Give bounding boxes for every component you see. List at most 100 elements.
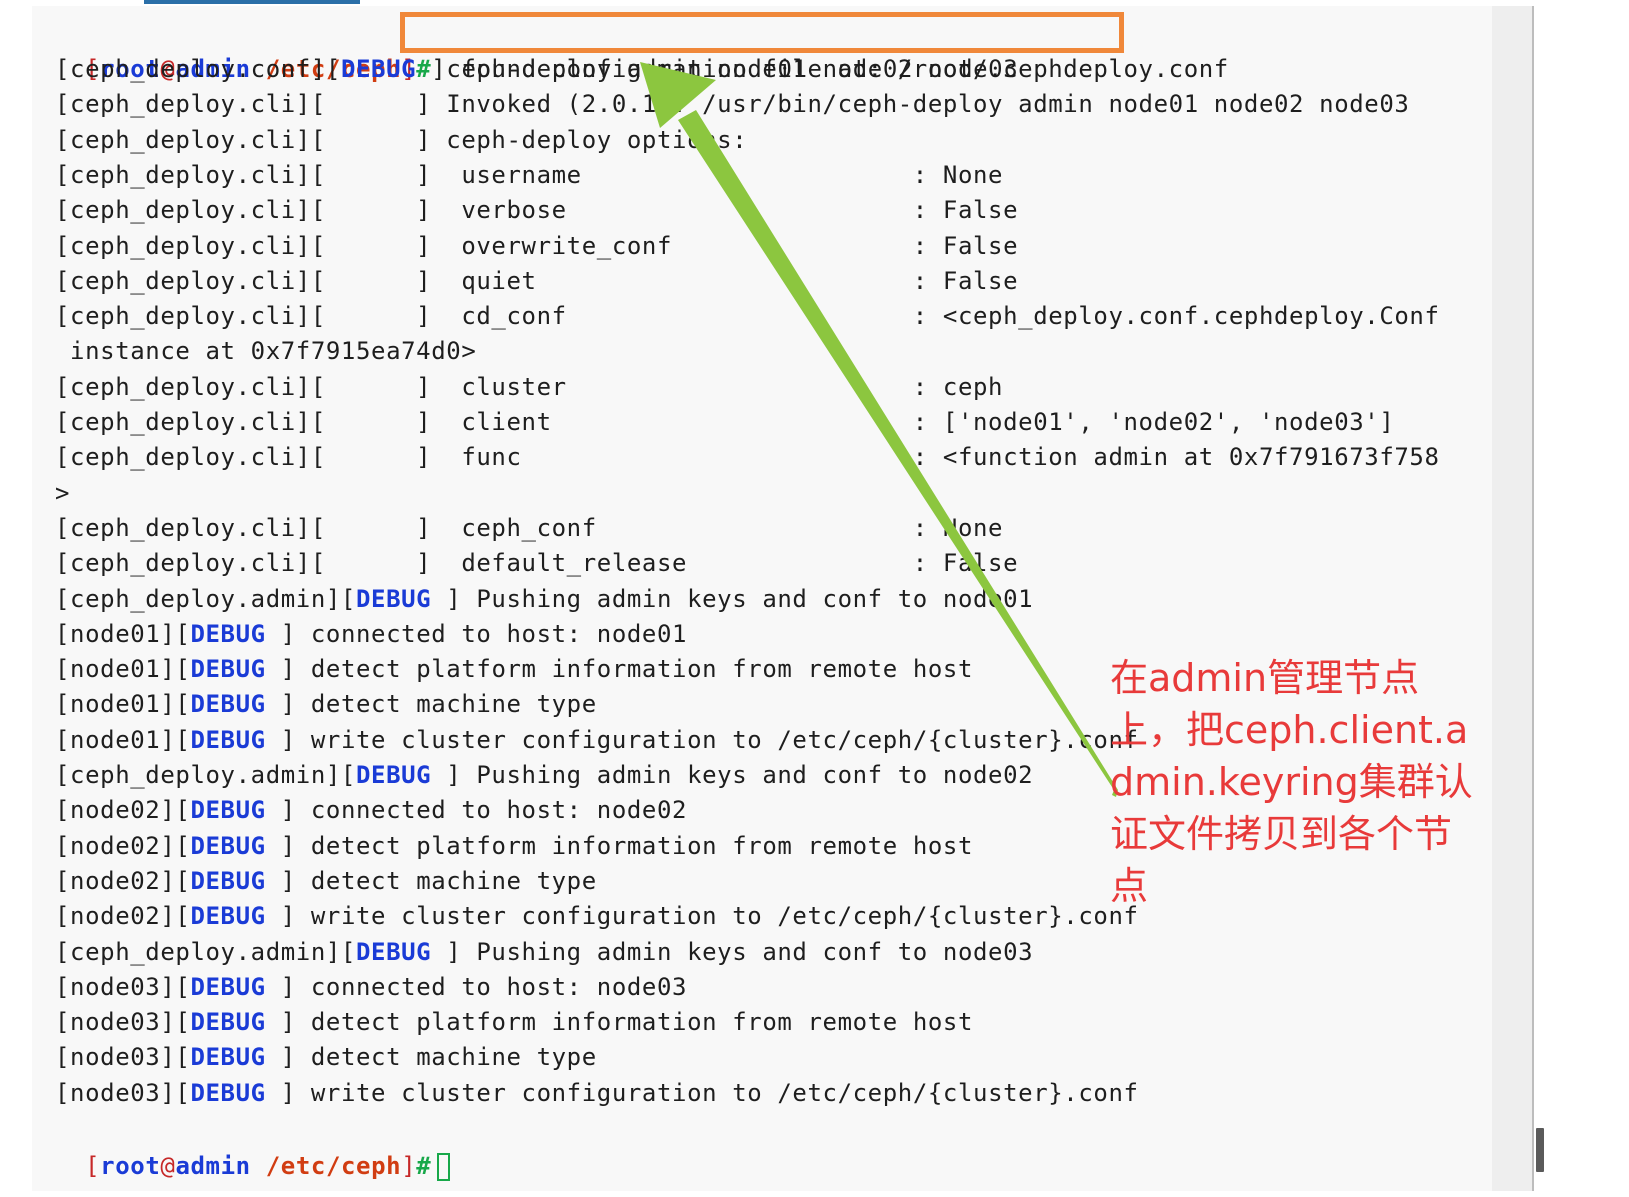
terminal-output-line: [ceph_deploy.cli][ ] quiet : False	[55, 263, 1018, 299]
log-prefix: [ceph_deploy.conf][	[55, 55, 341, 83]
log-level-debug: DEBUG	[355, 937, 432, 966]
terminal-output-line: [node01][DEBUG ] detect platform informa…	[55, 651, 973, 687]
log-prefix: [ceph_deploy.cli][	[55, 160, 326, 189]
prompt-open-bracket: [	[85, 55, 101, 83]
terminal-output-line: [ceph_deploy.cli][ ] overwrite_conf : Fa…	[55, 228, 1018, 264]
prompt-hash: #	[416, 55, 432, 83]
terminal-output-line: [node01][DEBUG ] write cluster configura…	[55, 722, 1139, 758]
log-prefix: [node02][	[55, 796, 191, 825]
command-highlight-box	[400, 12, 1124, 53]
log-prefix: [node02][	[55, 866, 191, 895]
log-message: ] ceph-deploy options:	[325, 125, 748, 154]
log-message: ] client : ['node01', 'node02', 'node03'…	[325, 408, 1395, 436]
terminal-output-line: [ceph_deploy.cli][ ] ceph-deploy options…	[55, 122, 747, 158]
log-message: ] default_release : False	[325, 549, 1019, 578]
log-prefix: [node01][	[55, 725, 191, 754]
terminal-output-line: [ceph_deploy.cli][ ] func : <function ad…	[55, 439, 1440, 475]
log-prefix: [ceph_deploy.cli][	[55, 302, 326, 331]
log-prefix: [ceph_deploy.cli][	[55, 90, 326, 119]
prompt-at: @	[160, 55, 176, 83]
log-message: ] Pushing admin keys and conf to node02	[431, 761, 1034, 789]
prompt-host: admin	[175, 1152, 251, 1180]
prompt-path: /etc/ceph	[265, 1152, 402, 1180]
log-prefix: [ceph_deploy.cli][	[55, 372, 326, 401]
terminal-output-line: [node02][DEBUG ] connected to host: node…	[55, 792, 687, 828]
log-level-debug: DEBUG	[190, 831, 266, 860]
terminal-output-line: instance at 0x7f7915ea74d0>	[55, 333, 476, 369]
log-prefix: [node01][	[55, 619, 191, 648]
log-level-debug: DEBUG	[190, 1043, 266, 1072]
log-level-debug: DEBUG	[340, 55, 417, 83]
terminal-output-line: [ceph_deploy.admin][DEBUG ] Pushing admi…	[55, 757, 1033, 793]
terminal-output-line: [ceph_deploy.cli][ ] cluster : ceph	[55, 369, 1003, 405]
log-prefix: [ceph_deploy.cli][	[55, 231, 326, 260]
log-message: ] func : <function admin at 0x7f791673f7…	[325, 443, 1440, 472]
log-prefix: [node01][	[55, 655, 191, 684]
terminal-output-line: >	[55, 475, 70, 511]
log-prefix: [ceph_deploy.cli][	[55, 443, 326, 472]
log-prefix: [ceph_deploy.cli][	[55, 408, 326, 436]
log-message: ] detect platform information from remot…	[265, 1008, 974, 1037]
prompt-path: /etc/ceph	[265, 55, 402, 83]
log-level-debug: DEBUG	[190, 796, 266, 825]
log-message: ] username : None	[325, 160, 1004, 189]
terminal-output-line: [node02][DEBUG ] detect platform informa…	[55, 828, 973, 864]
log-prefix: [ceph_deploy.cli][	[55, 196, 326, 225]
terminal-output-line: [node02][DEBUG ] write cluster configura…	[55, 898, 1139, 934]
terminal-output-line: [node03][DEBUG ] write cluster configura…	[55, 1075, 1139, 1111]
scrollbar-thumb[interactable]	[1536, 1128, 1544, 1172]
log-message: ] connected to host: node01	[265, 619, 688, 648]
log-message: ] write cluster configuration to /etc/ce…	[265, 902, 1139, 931]
text-cursor[interactable]	[437, 1153, 451, 1181]
log-message: ] detect platform information from remot…	[265, 831, 974, 860]
log-level-debug: DEBUG	[355, 761, 432, 789]
log-message: ] Pushing admin keys and conf to node01	[431, 584, 1034, 613]
scrollbar-track[interactable]	[1492, 6, 1532, 1191]
prompt-line-current[interactable]: [root@admin /etc/ceph]#	[55, 1112, 451, 1181]
log-prefix: [ceph_deploy.cli][	[55, 266, 326, 295]
log-message: ] detect machine type	[265, 1043, 597, 1072]
log-prefix: [ceph_deploy.admin][	[55, 761, 356, 789]
log-prefix: instance at 0x7f7915ea74d0>	[55, 337, 477, 366]
log-message: ] overwrite_conf : False	[325, 231, 1019, 260]
log-message: ] Invoked (2.0.1): /usr/bin/ceph-deploy …	[325, 90, 1410, 119]
terminal-output-line: [node01][DEBUG ] connected to host: node…	[55, 616, 687, 652]
terminal-output-line: [ceph_deploy.admin][DEBUG ] Pushing admi…	[55, 934, 1033, 970]
log-message: ] verbose : False	[325, 196, 1019, 225]
log-message: ] cd_conf : <ceph_deploy.conf.cephdeploy…	[325, 302, 1440, 331]
log-level-debug: DEBUG	[190, 972, 266, 1001]
log-message: ] write cluster configuration to /etc/ce…	[265, 1078, 1139, 1107]
prompt-user: root	[100, 55, 161, 83]
terminal-output-line: [node03][DEBUG ] connected to host: node…	[55, 969, 687, 1005]
terminal-output-line: [ceph_deploy.cli][ ] Invoked (2.0.1): /u…	[55, 86, 1409, 122]
log-level-debug: DEBUG	[190, 619, 266, 648]
log-prefix: [ceph_deploy.cli][	[55, 513, 326, 542]
log-level-debug: DEBUG	[190, 1078, 266, 1107]
log-prefix: [node02][	[55, 902, 191, 931]
log-message: ] connected to host: node03	[265, 972, 688, 1001]
log-level-debug: DEBUG	[190, 1008, 266, 1037]
terminal-output-line: [ceph_deploy.cli][ ] client : ['node01',…	[55, 404, 1394, 440]
log-message: ] found configuration file at: /root/.ce…	[416, 55, 1229, 83]
terminal-output-line: [ceph_deploy.cli][ ] ceph_conf : None	[55, 510, 1003, 546]
prompt-at: @	[160, 1152, 176, 1180]
log-prefix: [ceph_deploy.admin][	[55, 937, 356, 966]
log-prefix: [node03][	[55, 1043, 191, 1072]
log-message: ] detect platform information from remot…	[265, 655, 974, 684]
log-prefix: [node02][	[55, 831, 191, 860]
log-prefix: [node01][	[55, 690, 191, 719]
prompt-host: admin	[175, 55, 251, 83]
log-message: ] connected to host: node02	[265, 796, 688, 825]
prompt-user: root	[100, 1152, 161, 1180]
log-prefix: [ceph_deploy.admin][	[55, 584, 356, 613]
terminal-output-line: [node03][DEBUG ] detect machine type	[55, 1039, 597, 1075]
terminal-output-line: [node03][DEBUG ] detect platform informa…	[55, 1004, 973, 1040]
terminal-output-line: [ceph_deploy.cli][ ] default_release : F…	[55, 545, 1018, 581]
prompt-hash: #	[416, 1152, 432, 1180]
log-message: ] cluster : ceph	[325, 372, 1004, 401]
log-prefix: [ceph_deploy.cli][	[55, 125, 326, 154]
log-message: ] write cluster configuration to /etc/ce…	[265, 725, 1139, 754]
terminal-tab-indicator	[144, 0, 360, 4]
prompt-close-bracket: ]	[401, 55, 417, 83]
log-prefix: [node03][	[55, 1008, 191, 1037]
